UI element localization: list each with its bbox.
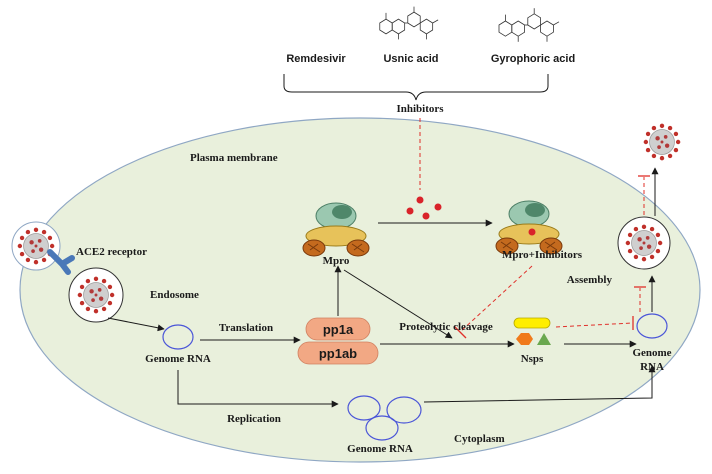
usnic-acid-label: Usnic acid: [383, 53, 438, 65]
nsp-orange-icon: [516, 333, 533, 345]
inhibitor-particles-icon: [406, 196, 442, 220]
genome-rna-left-label: Genome RNA: [145, 353, 211, 365]
pp1a-label: pp1a: [323, 322, 354, 337]
uncoating-arrow: [107, 317, 165, 332]
genome-rna-bottom-label: Genome RNA: [347, 443, 413, 455]
ace2-receptor-icon: [47, 249, 75, 275]
gyrophoric-acid-label: Gyrophoric acid: [491, 53, 575, 65]
endosome-label: Endosome: [150, 289, 199, 301]
pp1ab-label: pp1ab: [319, 346, 357, 361]
genome-rna-right-icon: [636, 313, 668, 339]
cytoplasm-label: Cytoplasm: [454, 433, 505, 445]
genome-rna-left-icon: [162, 324, 194, 350]
nsp-yellow-icon: [513, 317, 551, 329]
replication-arrow: [177, 370, 339, 408]
pp1a-box: [305, 317, 371, 341]
complex-inhibition-bar: [453, 325, 467, 339]
virus-released-icon: [643, 123, 681, 161]
replication-to-rna-arrow: [423, 365, 656, 403]
nsp-green-icon: [537, 333, 551, 345]
gyrophoric-acid-structure-icon: [498, 7, 560, 43]
usnic-acid-structure-icon: [379, 6, 439, 40]
replicated-genome-rna-icon: [347, 395, 422, 441]
proteolytic-cleavage-label: Proteolytic cleavage: [399, 321, 493, 333]
complex-inhibition-line: [459, 265, 533, 333]
ace2-receptor-label: ACE2 receptor: [76, 246, 147, 258]
nsps-label: Nsps: [521, 353, 544, 365]
mpro-label: Mpro: [323, 255, 350, 267]
remdesivir-label: Remdesivir: [286, 53, 346, 65]
translation-label: Translation: [219, 322, 273, 334]
replication-label: Replication: [227, 413, 281, 425]
assembly-label: Assembly: [567, 274, 613, 286]
bound-inhibitor-icon: [528, 228, 536, 236]
pp1ab-box: [297, 341, 379, 365]
nsps-inhibition-line: [555, 322, 633, 328]
genome-rna-right-label-line1: Genome: [632, 347, 671, 359]
mpro-inhibitors-label: Mpro+Inhibitors: [502, 249, 583, 261]
inhibitor-brace: [283, 74, 549, 101]
inhibitors-label: Inhibitors: [396, 103, 444, 115]
mpro-cleavage-arrow: [343, 269, 453, 339]
plasma-membrane-label: Plasma membrane: [190, 152, 278, 164]
